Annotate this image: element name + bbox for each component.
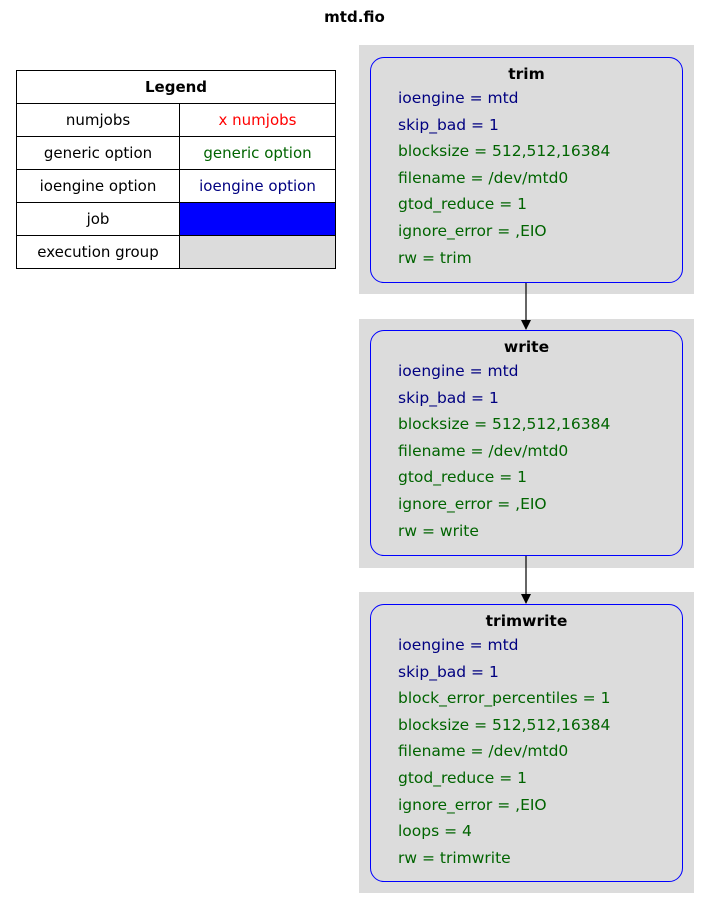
job-node-trimwrite: trimwrite ioengine = mtd skip_bad = 1 bl… bbox=[370, 604, 683, 882]
ioengine-option: skip_bad = 1 bbox=[398, 388, 499, 407]
generic-option: gtod_reduce = 1 bbox=[398, 195, 527, 214]
execution-group-write: write ioengine = mtd skip_bad = 1 blocks… bbox=[359, 319, 694, 568]
legend-sample-generic-option: generic option bbox=[179, 136, 336, 170]
legend-label-job: job bbox=[16, 202, 180, 236]
legend-header: Legend bbox=[16, 70, 336, 104]
execution-group-trim: trim ioengine = mtd skip_bad = 1 blocksi… bbox=[359, 45, 694, 294]
legend-sample-numjobs: x numjobs bbox=[179, 103, 336, 137]
legend-label-numjobs: numjobs bbox=[16, 103, 180, 137]
generic-option: block_error_percentiles = 1 bbox=[398, 689, 611, 708]
ioengine-option: ioengine = mtd bbox=[398, 89, 519, 107]
generic-option: ignore_error = ,EIO bbox=[398, 221, 547, 240]
generic-option: blocksize = 512,512,16384 bbox=[398, 415, 611, 434]
legend-label-generic-option: generic option bbox=[16, 136, 180, 170]
generic-option: rw = trimwrite bbox=[398, 848, 511, 867]
generic-option: gtod_reduce = 1 bbox=[398, 768, 527, 787]
job-title: write bbox=[503, 338, 550, 356]
job-title: trimwrite bbox=[485, 612, 568, 630]
generic-option: gtod_reduce = 1 bbox=[398, 468, 527, 487]
generic-option: rw = write bbox=[398, 521, 479, 540]
legend-table: Legend numjobs x numjobs generic option … bbox=[16, 70, 336, 269]
legend-swatch-execution-group bbox=[179, 235, 336, 269]
generic-option: rw = trim bbox=[398, 248, 472, 267]
ioengine-option: skip_bad = 1 bbox=[398, 115, 499, 134]
generic-option: filename = /dev/mtd0 bbox=[398, 742, 569, 761]
legend-label-execution-group: execution group bbox=[16, 235, 180, 269]
generic-option: filename = /dev/mtd0 bbox=[398, 441, 569, 460]
generic-option: ignore_error = ,EIO bbox=[398, 795, 547, 814]
ioengine-option: skip_bad = 1 bbox=[398, 662, 499, 681]
generic-option: loops = 4 bbox=[398, 822, 472, 841]
job-node-write: write ioengine = mtd skip_bad = 1 blocks… bbox=[370, 330, 683, 556]
generic-option: filename = /dev/mtd0 bbox=[398, 168, 569, 187]
job-title: trim bbox=[508, 65, 545, 83]
generic-option: blocksize = 512,512,16384 bbox=[398, 715, 611, 734]
ioengine-option: ioengine = mtd bbox=[398, 636, 519, 654]
generic-option: blocksize = 512,512,16384 bbox=[398, 142, 611, 161]
legend-swatch-job bbox=[179, 202, 336, 236]
diagram-title: mtd.fio bbox=[324, 8, 385, 26]
ioengine-option: ioengine = mtd bbox=[398, 362, 519, 380]
job-node-trim: trim ioengine = mtd skip_bad = 1 blocksi… bbox=[370, 57, 683, 283]
legend-sample-ioengine-option: ioengine option bbox=[179, 169, 336, 203]
generic-option: ignore_error = ,EIO bbox=[398, 494, 547, 513]
execution-group-trimwrite: trimwrite ioengine = mtd skip_bad = 1 bl… bbox=[359, 592, 694, 893]
